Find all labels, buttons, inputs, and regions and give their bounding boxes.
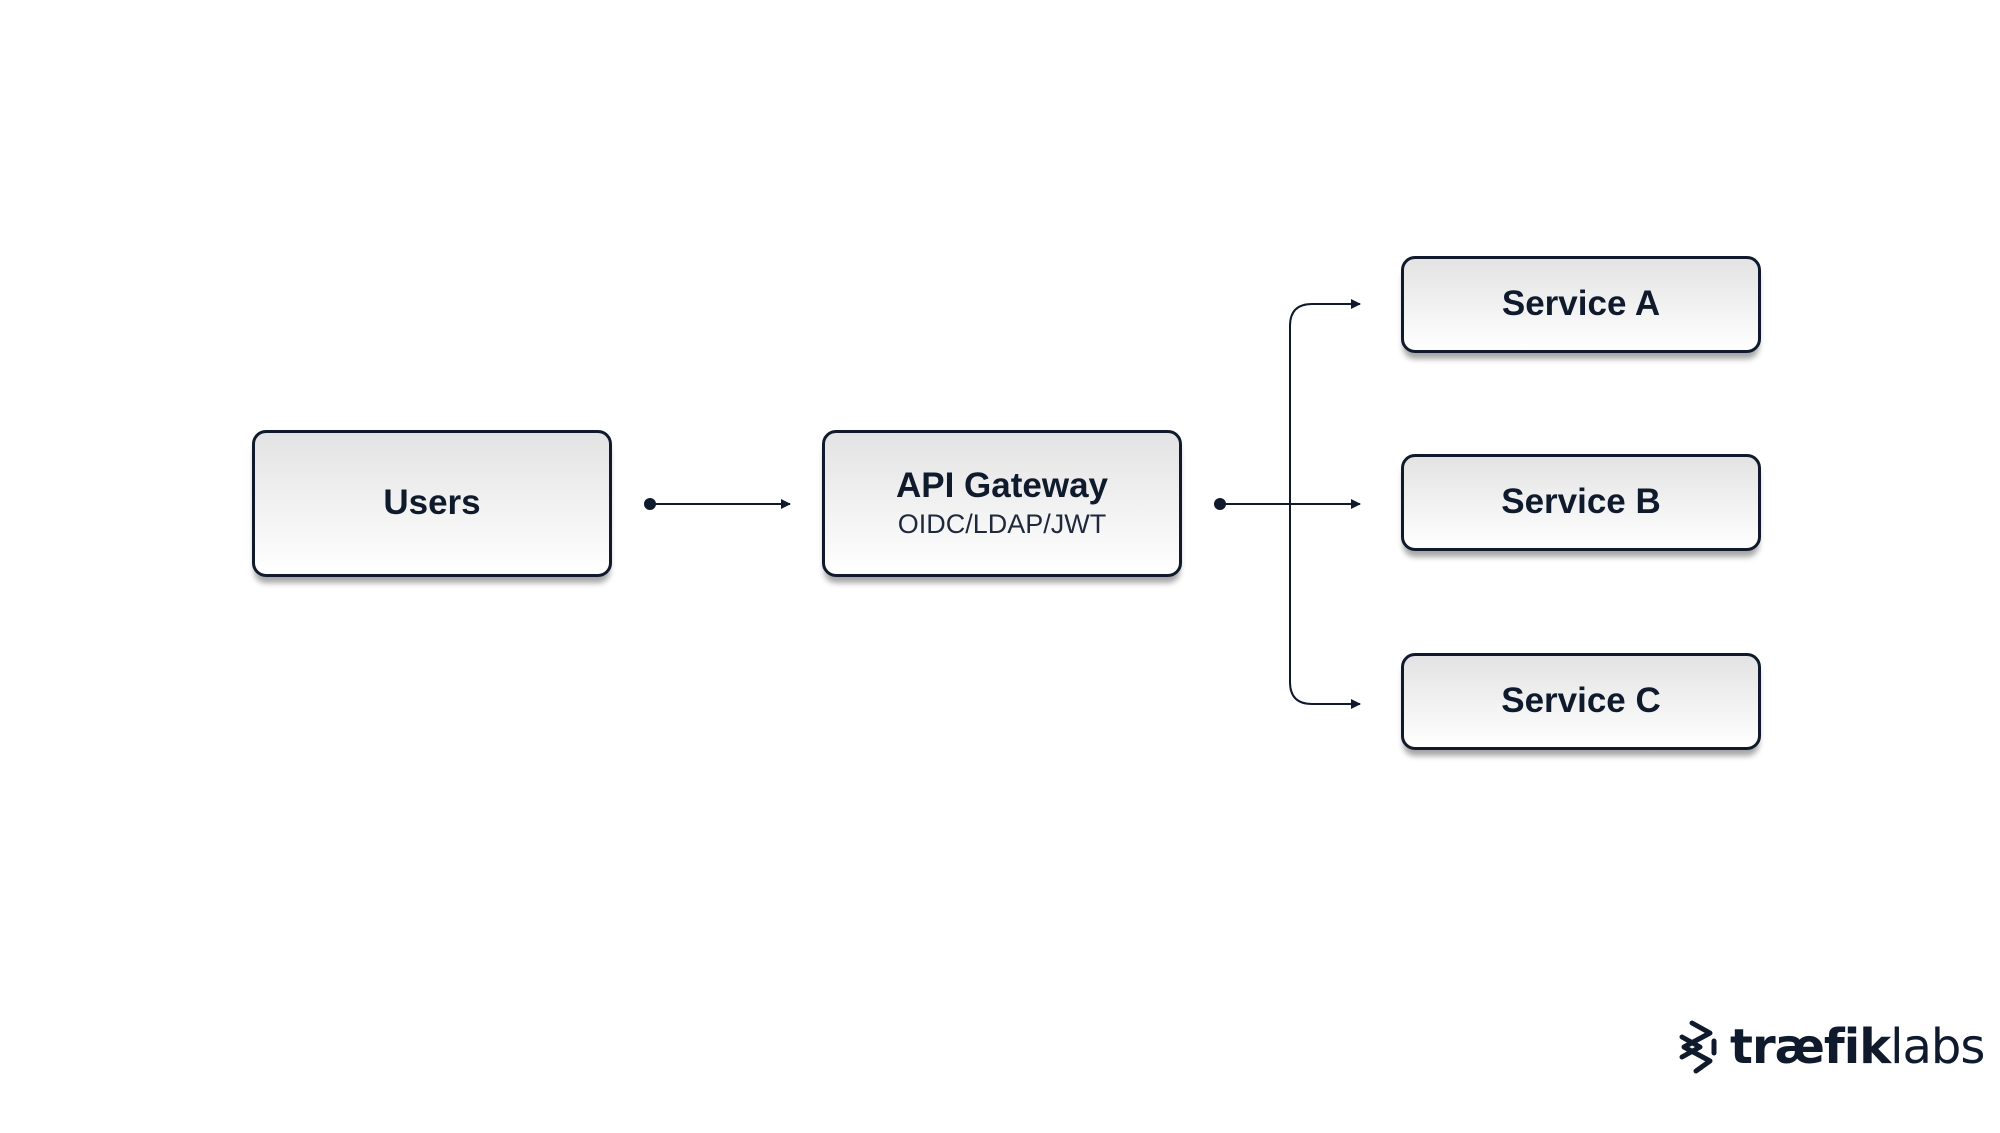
edge-users-to-gateway [644, 498, 791, 510]
users-node: Users [252, 430, 612, 577]
service-b-node: Service B [1401, 454, 1761, 551]
api-gateway-node: API Gateway OIDC/LDAP/JWT [822, 430, 1182, 577]
service-a-node-title: Service A [1501, 284, 1661, 324]
api-gateway-node-subtitle: OIDC/LDAP/JWT [897, 509, 1107, 540]
traefik-labs-logo: træfik labs [1674, 1017, 1985, 1077]
logo-text-traefik: træfik [1730, 1019, 1891, 1075]
service-c-node-title: Service C [1501, 681, 1661, 721]
edge-gateway-to-services [1214, 299, 1361, 709]
service-b-node-title: Service B [1501, 482, 1661, 522]
service-a-node: Service A [1401, 256, 1761, 353]
edge-line-gateway-to-service-a [1289, 299, 1361, 504]
logo-text-labs: labs [1890, 1019, 1985, 1075]
traefik-logo-icon [1679, 1020, 1717, 1074]
users-node-title: Users [383, 483, 481, 523]
edge-line-gateway-to-service-c [1289, 504, 1361, 709]
service-c-node: Service C [1401, 653, 1761, 750]
api-gateway-node-title: API Gateway [895, 466, 1109, 506]
